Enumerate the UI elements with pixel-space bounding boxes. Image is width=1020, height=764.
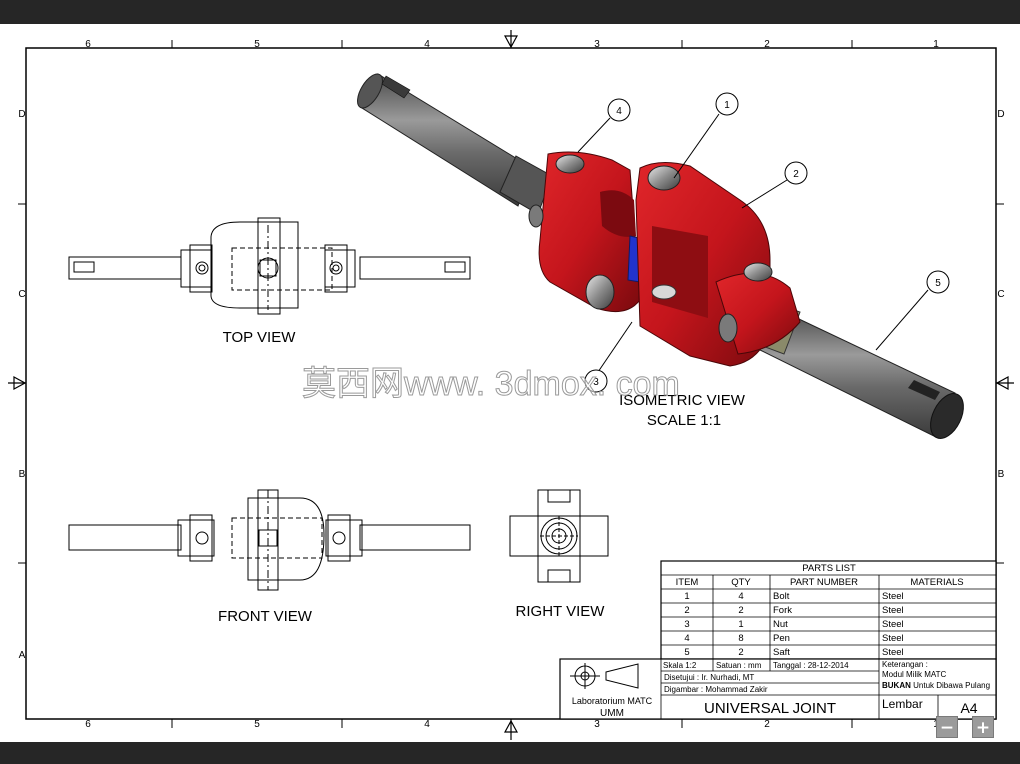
row-label-left: D (18, 109, 25, 120)
svg-text:Bolt: Bolt (773, 591, 790, 602)
svg-text:2: 2 (738, 605, 743, 616)
row-label-left: A (19, 650, 26, 661)
parts-header-item: ITEM (676, 577, 699, 588)
svg-text:Steel: Steel (882, 605, 904, 616)
viewer-top-bar (0, 0, 1020, 24)
col-label-bottom: 5 (254, 719, 260, 730)
watermark: 莫西网www. 3dmox. com (302, 365, 680, 403)
svg-text:Steel: Steel (882, 619, 904, 630)
frame-ticks (18, 40, 1004, 728)
svg-text:2: 2 (793, 169, 799, 180)
svg-text:Saft: Saft (773, 647, 790, 658)
right-view-label: RIGHT VIEW (516, 603, 606, 620)
table-row: 3 1 Nut Steel (684, 619, 903, 630)
iso-scale-label: SCALE 1:1 (647, 412, 721, 429)
svg-text:5: 5 (935, 278, 941, 289)
balloon-2: 2 (784, 161, 808, 185)
balloon-1: 1 (715, 92, 739, 116)
zoom-out-button[interactable]: − (936, 716, 958, 738)
col-label-top: 6 (85, 39, 91, 50)
title-block: Laboratorium MATC UMM Skala 1:2 Satuan :… (559, 658, 997, 720)
col-label-bottom: 6 (85, 719, 91, 730)
lab-umm: UMM (600, 708, 624, 719)
scale-text: Skala 1:2 (663, 661, 697, 670)
unit-text: Satuan : mm (716, 661, 762, 670)
top-view-drawing (68, 217, 471, 315)
col-label-bottom: 3 (594, 719, 600, 730)
projection-symbol-icon (570, 663, 639, 689)
zoom-in-button[interactable]: + (972, 716, 994, 738)
balloon-3: 3 (584, 369, 608, 393)
table-row: 4 8 Pen Steel (684, 633, 903, 644)
svg-text:2: 2 (684, 605, 689, 616)
drawing-sheet: 6 5 4 3 2 1 6 5 4 3 2 1 D C B A D C B (0, 24, 1020, 742)
col-label-bottom: 2 (764, 719, 770, 730)
row-label-right: B (998, 469, 1005, 480)
svg-text:8: 8 (738, 633, 743, 644)
svg-text:2: 2 (738, 647, 743, 658)
svg-text:Fork: Fork (773, 605, 792, 616)
notes-label: Keterangan : (882, 660, 928, 669)
drawing-canvas: 6 5 4 3 2 1 6 5 4 3 2 1 D C B A D C B (8, 30, 1014, 740)
parts-list: PARTS LIST ITEM QTY PART NUMBER MATERIAL… (660, 560, 997, 660)
svg-text:4: 4 (684, 633, 689, 644)
iso-view-label: ISOMETRIC VIEW (619, 392, 746, 409)
right-view-drawing (509, 489, 609, 583)
svg-text:Steel: Steel (882, 591, 904, 602)
col-label-top: 2 (764, 39, 770, 50)
parts-header-materials: MATERIALS (910, 577, 963, 588)
row-label-left: B (19, 469, 26, 480)
isometric-model (357, 73, 964, 439)
row-label-left: C (18, 289, 25, 300)
center-marks (8, 30, 1014, 740)
svg-text:Steel: Steel (882, 647, 904, 658)
svg-text:1: 1 (724, 100, 730, 111)
drawing-title: UNIVERSAL JOINT (704, 700, 836, 717)
balloon-4: 4 (607, 98, 631, 122)
col-label-bottom: 4 (424, 719, 430, 730)
table-row: 1 4 Bolt Steel (684, 591, 903, 602)
svg-text:5: 5 (684, 647, 689, 658)
parts-header-qty: QTY (731, 577, 751, 588)
notes-warning: BUKAN Untuk Dibawa Pulang (882, 681, 990, 690)
row-label-right: C (997, 289, 1004, 300)
svg-text:4: 4 (616, 106, 622, 117)
parts-header-part: PART NUMBER (790, 577, 858, 588)
col-label-top: 1 (933, 39, 939, 50)
sheet-label: Lembar (882, 697, 923, 711)
col-label-top: 4 (424, 39, 430, 50)
table-row: 5 2 Saft Steel (684, 647, 903, 658)
svg-text:1: 1 (738, 619, 743, 630)
viewer-bottom-bar (0, 742, 1020, 764)
svg-text:Steel: Steel (882, 633, 904, 644)
paper-size: A4 (960, 700, 977, 716)
table-row: 2 2 Fork Steel (684, 605, 903, 616)
svg-text:3: 3 (593, 377, 599, 388)
svg-text:Pen: Pen (773, 633, 790, 644)
balloon-5: 5 (926, 270, 950, 294)
svg-text:4: 4 (738, 591, 743, 602)
svg-text:Nut: Nut (773, 619, 788, 630)
svg-text:1: 1 (684, 591, 689, 602)
col-label-top: 5 (254, 39, 260, 50)
balloon-leaders (577, 113, 929, 373)
row-label-right: D (997, 109, 1004, 120)
approved-by: Disetujui : Ir. Nurhadi, MT (664, 673, 754, 682)
notes-module: Modul Milik MATC (882, 670, 947, 679)
lab-name: Laboratorium MATC (572, 696, 653, 706)
top-view-label: TOP VIEW (223, 329, 297, 346)
drawn-by: Digambar : Mohammad Zakir (664, 685, 768, 694)
col-label-top: 3 (594, 39, 600, 50)
date-text: Tanggal : 28-12-2014 (773, 661, 849, 670)
front-view-drawing (68, 489, 471, 591)
svg-text:3: 3 (684, 619, 689, 630)
parts-list-title: PARTS LIST (802, 563, 856, 574)
front-view-label: FRONT VIEW (218, 608, 313, 625)
